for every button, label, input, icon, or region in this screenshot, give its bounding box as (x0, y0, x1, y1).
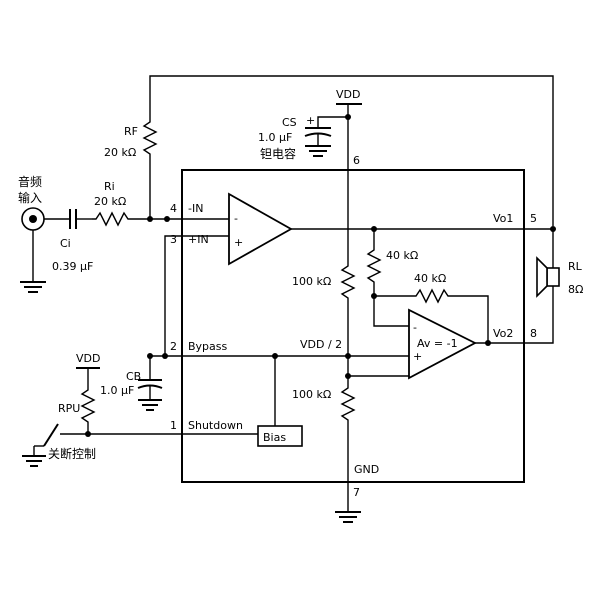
rpu-name: RPU (58, 402, 80, 415)
pin2-number: 2 (170, 340, 177, 353)
shutdown-ground-symbol (22, 455, 46, 467)
ci-value: 0.39 μF (52, 260, 93, 273)
pin3-wire (164, 235, 229, 356)
input-label-line1: 音频 (18, 174, 42, 189)
pin8-number: 8 (530, 327, 537, 340)
cs-ground-symbol (305, 145, 331, 157)
pin6-number: 6 (353, 154, 360, 167)
input-label-line2: 输入 (18, 190, 42, 205)
ci-name: Ci (60, 237, 71, 250)
rpu-resistor (80, 386, 96, 426)
ri-value: 20 kΩ (94, 195, 126, 208)
opamp2-triangle (408, 308, 477, 380)
opamp2-plus-sign: + (413, 350, 422, 363)
gnd-label: GND (354, 463, 379, 476)
cs-value: 1.0 μF (258, 131, 292, 144)
shutdown-switch-blade (43, 423, 59, 447)
pin4-number: 4 (170, 202, 177, 215)
rl-value: 8Ω (568, 283, 583, 296)
pin3-label: +IN (188, 233, 209, 246)
ri-name: Ri (104, 180, 115, 193)
opamp2-gain-label: Av = -1 (417, 337, 458, 350)
speaker-cone (536, 256, 548, 298)
shutdown-control-label: 关断控制 (48, 446, 96, 461)
r100k-bottom-value: 100 kΩ (292, 388, 331, 401)
pin1-label: Shutdown (188, 419, 243, 432)
vo2-output-wire (475, 296, 554, 344)
pin5-number: 5 (530, 212, 537, 225)
pin1-number: 1 (170, 419, 177, 432)
pin8-label: Vo2 (493, 327, 513, 340)
speaker-body (546, 267, 560, 287)
r40k-fb-value: 40 kΩ (414, 272, 446, 285)
pin7-number: 7 (353, 486, 360, 499)
pin4-label: -IN (188, 202, 203, 215)
r40k-fb-wire-right (452, 295, 489, 343)
opamp1-plus-sign: + (234, 236, 243, 249)
r40k-top-resistor (366, 246, 382, 286)
cb-value: 1.0 μF (100, 384, 134, 397)
cs-name: CS (282, 116, 297, 129)
r100k-top-value: 100 kΩ (292, 275, 331, 288)
pin5-label: Vo1 (493, 212, 513, 225)
cs-type: 钽电容 (260, 146, 296, 161)
gnd-ground-symbol (335, 511, 361, 523)
r40k-top-wire-lower (373, 286, 409, 327)
pin4-junction-dot (164, 216, 170, 222)
vdd-half-label: VDD / 2 (300, 338, 342, 351)
rf-resistor (142, 118, 158, 158)
opamp2-minus-sign: - (413, 321, 417, 334)
bias-label: Bias (263, 431, 286, 444)
r40k-top-value: 40 kΩ (386, 249, 418, 262)
r100k-bottom-resistor (340, 384, 356, 424)
cs-plus-sign: + (306, 114, 315, 127)
r100k-top-resistor (340, 262, 356, 302)
cb-bottom-plate (137, 384, 163, 389)
feedback-wire-top (149, 75, 554, 226)
r40k-fb-resistor (412, 288, 452, 304)
vdd-top-label: VDD (336, 88, 360, 101)
cb-ground-symbol (138, 399, 162, 411)
vdd-left-label: VDD (76, 352, 100, 365)
pin3-number: 3 (170, 233, 177, 246)
cs-wire (317, 116, 348, 128)
ic-package-outline (181, 169, 525, 483)
cs-bottom-plate (304, 132, 332, 137)
input-jack-inner (29, 215, 37, 223)
input-ground-symbol (20, 281, 46, 293)
bypass-junction-dot-b (162, 353, 168, 359)
bias-block (257, 425, 303, 447)
cb-name: CB (126, 370, 141, 383)
opamp1-triangle (228, 192, 293, 266)
opamp1-minus-sign: - (234, 212, 238, 225)
rf-input-junction-dot (147, 216, 153, 222)
ri-resistor (92, 211, 132, 227)
vo2-junction-dot (485, 340, 491, 346)
rl-name: RL (568, 260, 583, 273)
rf-value: 20 kΩ (104, 146, 136, 159)
pin2-label: Bypass (188, 340, 228, 353)
rf-name: RF (124, 125, 138, 138)
